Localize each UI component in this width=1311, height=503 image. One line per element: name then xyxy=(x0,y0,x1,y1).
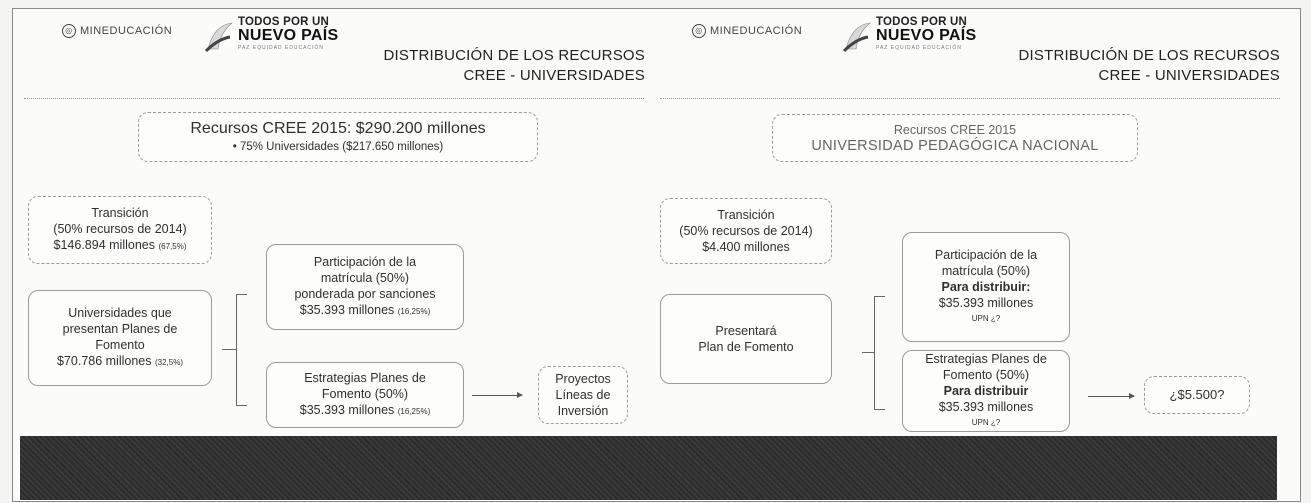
left-brace-tick xyxy=(222,349,236,350)
logo-text-line2: NUEVO PAÍS xyxy=(876,27,977,44)
right-brace xyxy=(874,296,885,410)
logo-text-line2: NUEVO PAÍS xyxy=(238,27,339,44)
left-participacion-box: Participación de la matrícula (50%) pond… xyxy=(266,244,464,330)
left-total-box: Recursos CREE 2015: $290.200 millones • … xyxy=(138,112,538,162)
right-total-box: Recursos CREE 2015 UNIVERSIDAD PEDAGÓGIC… xyxy=(772,114,1138,162)
flag-swoosh-icon xyxy=(204,22,233,53)
slide-frame xyxy=(12,8,1301,502)
right-arrow xyxy=(1088,393,1135,399)
left-estrategias-box: Estrategias Planes de Fomento (50%) $35.… xyxy=(266,362,464,428)
logo-text-line1: TODOS POR UN xyxy=(238,16,330,28)
right-brace-tick xyxy=(862,352,874,353)
header-divider xyxy=(660,98,1280,99)
mineducacion-logo: ◎ MINEDUCACIÓN xyxy=(62,24,172,38)
mineducacion-label: MINEDUCACIÓN xyxy=(80,25,173,37)
right-transicion-box: Transición (50% recursos de 2014) $4.400… xyxy=(660,198,832,264)
todos-por-un-nuevo-pais-logo: TODOS POR UN NUEVO PAÍS PAZ EQUIDAD EDUC… xyxy=(204,16,339,55)
left-brace xyxy=(236,294,247,406)
left-universidades-box: Universidades que presentan Planes de Fo… xyxy=(28,290,212,386)
mineducacion-logo: ◎ MINEDUCACIÓN xyxy=(692,24,802,38)
logo-text-line1: TODOS POR UN xyxy=(876,16,968,28)
logo-text-line3: PAZ EQUIDAD EDUCACIÓN xyxy=(876,45,962,51)
mineducacion-seal-icon: ◎ xyxy=(692,24,706,38)
right-presentara-box: Presentará Plan de Fomento xyxy=(660,294,832,384)
left-proyectos-box: Proyectos Líneas de Inversión xyxy=(538,366,628,424)
logo-text-line3: PAZ EQUIDAD EDUCACIÓN xyxy=(238,45,324,51)
mineducacion-seal-icon: ◎ xyxy=(62,24,76,38)
mineducacion-label: MINEDUCACIÓN xyxy=(710,25,803,37)
left-header-title: DISTRIBUCIÓN DE LOS RECURSOS CREE - UNIV… xyxy=(383,47,645,84)
right-header-title: DISTRIBUCIÓN DE LOS RECURSOS CREE - UNIV… xyxy=(1018,47,1280,84)
left-arrow xyxy=(472,392,523,398)
header-divider xyxy=(24,98,644,99)
flag-swoosh-icon xyxy=(842,22,871,53)
dark-footer-band xyxy=(20,436,1277,500)
left-transicion-box: Transición (50% recursos de 2014) $146.8… xyxy=(28,196,212,264)
right-participacion-box: Participación de la matrícula (50%) Para… xyxy=(902,232,1070,342)
right-estrategias-box: Estrategias Planes de Fomento (50%) Para… xyxy=(902,350,1070,432)
todos-por-un-nuevo-pais-logo: TODOS POR UN NUEVO PAÍS PAZ EQUIDAD EDUC… xyxy=(842,16,977,55)
right-result-box: ¿$5.500? xyxy=(1144,376,1250,414)
